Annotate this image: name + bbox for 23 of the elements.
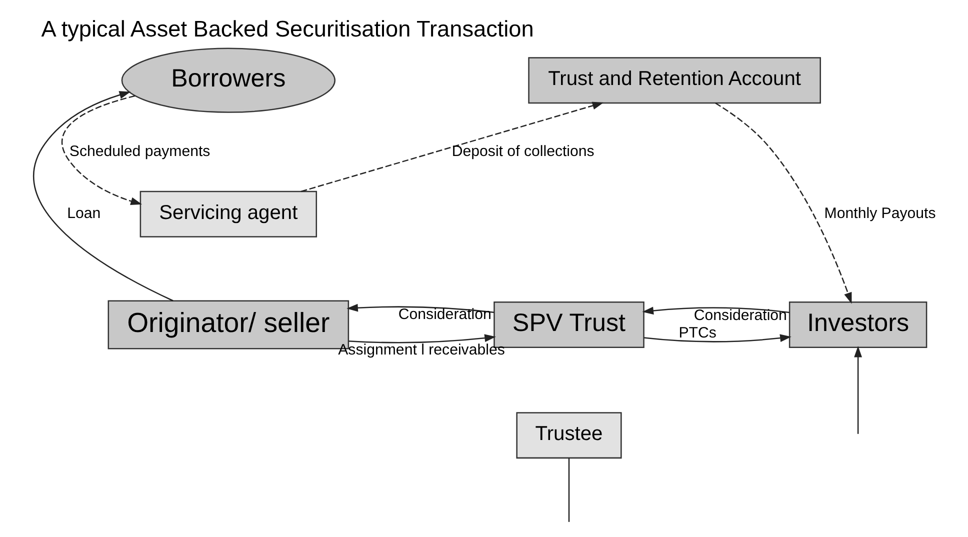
edge-label: Scheduled payments bbox=[68, 142, 210, 160]
arrow bbox=[644, 334, 791, 342]
node-box: Investors bbox=[788, 301, 927, 348]
arrow bbox=[346, 304, 494, 314]
node-box: Trust and Retention Account bbox=[528, 57, 820, 104]
arrow bbox=[714, 102, 852, 304]
arrow bbox=[61, 95, 142, 205]
arrow bbox=[300, 102, 604, 192]
arrow bbox=[854, 346, 862, 434]
edge-label: PTCs bbox=[678, 324, 716, 342]
node-box: Trustee bbox=[516, 412, 622, 459]
edge-label: Monthly Payouts bbox=[824, 205, 936, 222]
edge-label: Consideration bbox=[693, 306, 786, 324]
edge-label: Loan bbox=[66, 205, 100, 222]
arrow bbox=[32, 91, 173, 302]
edge-label: Consideration bbox=[398, 306, 491, 324]
edge-label: Deposit of collections bbox=[451, 142, 594, 160]
diagram-title: A typical Asset Backed Securitisation Transaction bbox=[40, 16, 534, 42]
node-ellipse: Borrowers bbox=[120, 48, 335, 113]
arrow bbox=[348, 334, 496, 344]
node-box: Servicing agent bbox=[139, 190, 317, 238]
connector bbox=[568, 458, 570, 522]
arrow bbox=[642, 306, 790, 315]
